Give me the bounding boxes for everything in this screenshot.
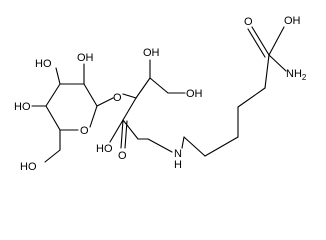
bond xyxy=(44,149,61,163)
bond xyxy=(204,136,239,157)
bonds xyxy=(31,26,287,163)
chemical-structure: OH O NH2 N H O HO OH OH O O OH HO HO HO xyxy=(14,15,307,173)
bond xyxy=(45,83,61,107)
bond xyxy=(264,54,270,89)
bond xyxy=(268,26,285,56)
amino-subscript: 2 xyxy=(302,73,307,82)
bond xyxy=(124,120,128,149)
bond xyxy=(83,83,98,107)
ring-c3-hydroxyl-label: HO xyxy=(35,58,52,70)
carbonyl-oxygen-label: O xyxy=(244,16,253,28)
glycosidic-oxygen-label: O xyxy=(113,92,122,104)
bond xyxy=(135,77,151,99)
bond xyxy=(122,97,137,121)
carboxyl-hydroxyl-label: OH xyxy=(284,15,301,27)
bond xyxy=(45,105,61,131)
atom-labels: OH O NH2 N H O HO OH OH O O OH HO HO HO xyxy=(14,15,307,173)
hydroxymethyl-label: HO xyxy=(20,161,37,173)
bond xyxy=(251,26,270,56)
ketone-oxygen-label: O xyxy=(118,150,127,162)
bond xyxy=(183,136,206,157)
bond xyxy=(247,28,266,58)
amino-group-label: NH2 xyxy=(286,68,307,82)
bond xyxy=(109,119,124,143)
bond xyxy=(96,97,114,107)
amino-nh: NH xyxy=(286,68,302,80)
bond xyxy=(89,105,98,128)
c5-hydroxyl-label: OH xyxy=(143,47,160,59)
amine-hydrogen-label: H xyxy=(174,159,182,171)
bond xyxy=(181,136,185,149)
bond xyxy=(55,67,61,85)
bond xyxy=(120,119,124,149)
bond xyxy=(122,119,139,140)
ring-c2-hydroxyl-label: OH xyxy=(77,52,94,64)
bond xyxy=(147,138,173,153)
bond xyxy=(122,93,137,99)
bond xyxy=(268,54,287,72)
c3-hydroxyl-label: HO xyxy=(96,143,113,155)
bond xyxy=(237,87,266,108)
c6-hydroxyl-label: OH xyxy=(186,88,203,100)
ring-oxygen-label: O xyxy=(80,125,89,137)
ring-c4-hydroxyl-label: HO xyxy=(14,101,31,113)
bond xyxy=(149,77,169,94)
amine-nitrogen-label: N xyxy=(174,148,182,160)
